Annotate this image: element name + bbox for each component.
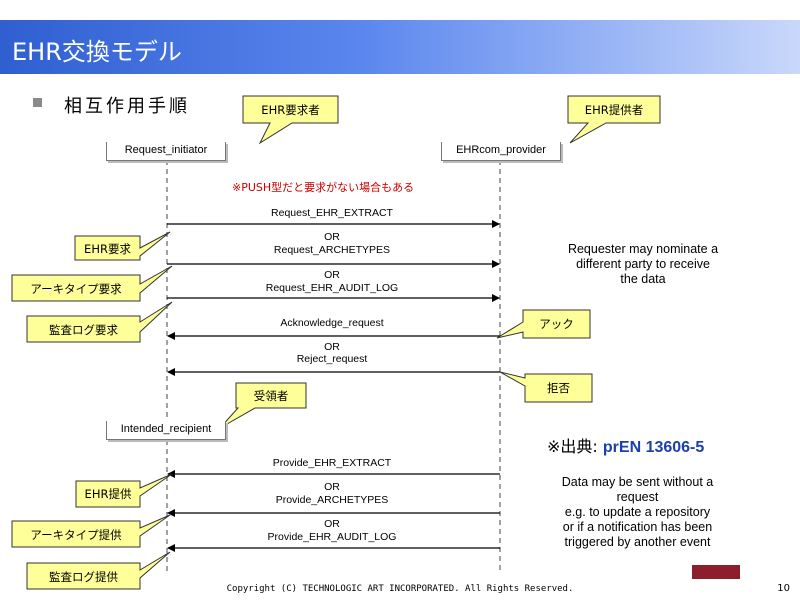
label-or-4: OR	[324, 481, 340, 493]
bullet-text: 相互作用手順	[64, 96, 190, 117]
callout-audit-request-bubble	[26, 301, 173, 343]
title-bar	[0, 20, 800, 74]
callout-audit-provide: 監査ログ提供	[49, 570, 118, 584]
label-request-archetypes: Request_ARCHETYPES	[273, 244, 391, 256]
source-prefix: ※出典:	[547, 437, 603, 456]
callout-reject-bubble	[499, 371, 593, 403]
label-or-2: OR	[324, 269, 340, 281]
callout-reject: 拒否	[547, 381, 570, 395]
callout-ack-bubble	[496, 309, 591, 339]
label-or-1: OR	[324, 231, 340, 243]
callout-audit-request: 監査ログ要求	[49, 323, 118, 337]
label-provide-archetypes: Provide_ARCHETYPES	[275, 494, 389, 506]
label-request-ehr-extract: Request_EHR_EXTRACT	[271, 207, 393, 219]
label-or-3: OR	[324, 341, 340, 353]
callout-recipient: 受領者	[253, 389, 289, 403]
callout-requester-bubble	[242, 95, 339, 145]
callout-archetype-request: アーキタイプ要求	[30, 282, 122, 296]
logo-mark	[692, 565, 740, 579]
callout-archetype-provide: アーキタイプ提供	[30, 528, 122, 542]
sent-without-note-line: request	[616, 490, 659, 504]
sent-without-note-line: triggered by another event	[564, 535, 711, 549]
nominate-note-line: Requester may nominate a	[567, 242, 719, 256]
callout-ehr-request-bubble	[74, 231, 171, 261]
bullet-square-icon	[33, 98, 42, 107]
recipient-box: Intended_recipient	[106, 421, 226, 440]
label-reject: Reject_request	[296, 353, 368, 365]
callout-archetype-provide-bubble	[11, 514, 171, 548]
callout-archetype-request-bubble	[11, 265, 173, 302]
label-or-5: OR	[324, 518, 340, 530]
callout-ack: アック	[539, 317, 574, 331]
callout-requester: EHR要求者	[261, 103, 320, 117]
push-note: ※PUSH型だと要求がない場合もある	[232, 181, 415, 194]
callout-audit-provide-bubble	[26, 551, 171, 590]
copyright-footer: Copyright (C) TECHNOLOGIC ART INCORPORAT…	[226, 584, 574, 594]
callout-provider: EHR提供者	[584, 103, 644, 117]
initiator-box: Request_initiator	[106, 142, 226, 161]
page-number: 10	[777, 583, 790, 594]
provider-box: EHRcom_provider	[441, 142, 561, 161]
nominate-note-line: the data	[620, 272, 666, 286]
callout-recipient-bubble	[219, 382, 307, 429]
callout-ehr-provide-bubble	[75, 473, 173, 508]
callout-provider-bubble	[567, 95, 661, 144]
label-provide-ehr-extract: Provide_EHR_EXTRACT	[272, 457, 392, 469]
label-request-audit-log: Request_EHR_AUDIT_LOG	[265, 282, 399, 294]
nominate-note: Requester may nominate a different party…	[548, 242, 738, 287]
callout-ehr-request: EHR要求	[84, 242, 131, 256]
source-citation: ※出典: prEN 13606-5	[547, 433, 704, 457]
sent-without-note-line: e.g. to update a repository	[564, 505, 711, 519]
nominate-note-line: different party to receive	[576, 257, 710, 271]
label-acknowledge: Acknowledge_request	[280, 317, 384, 329]
callout-ehr-provide: EHR提供	[84, 487, 132, 501]
slide-title: EHR交換モデル	[12, 38, 182, 66]
sent-without-note-line: or if a notification has been	[562, 520, 713, 534]
source-ref: prEN 13606-5	[602, 439, 705, 456]
label-provide-audit-log: Provide_EHR_AUDIT_LOG	[267, 531, 397, 543]
sent-without-note: Data may be sent without a request e.g. …	[540, 475, 735, 550]
sent-without-note-line: Data may be sent without a	[561, 475, 714, 489]
